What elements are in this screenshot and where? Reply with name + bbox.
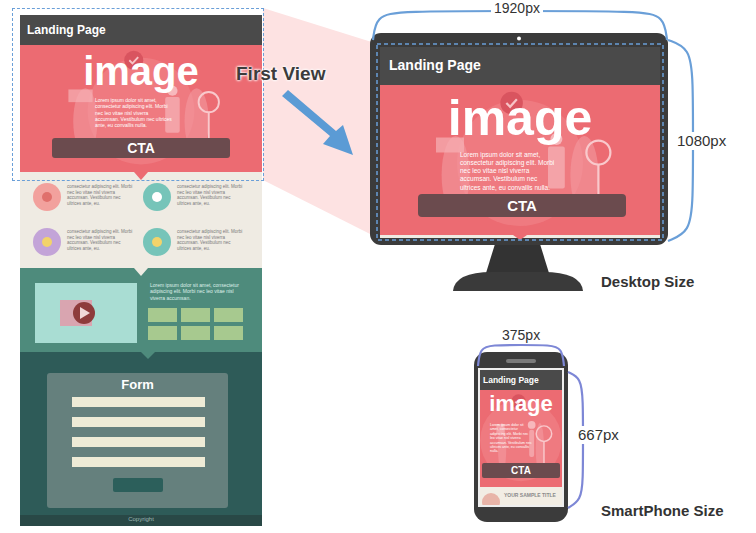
band-pointer xyxy=(134,172,148,180)
header-title: Landing Page xyxy=(483,375,560,386)
play-button xyxy=(73,302,95,324)
body-text: Lorem ipsum dolor sit amet, consectetur … xyxy=(150,282,250,301)
play-icon xyxy=(80,307,90,319)
dimension-label: 375px xyxy=(499,327,543,344)
thumbnail-tile xyxy=(214,308,243,322)
section-illustration xyxy=(20,268,262,352)
cta-button: CTA xyxy=(418,194,626,217)
dimension-label: 1080px xyxy=(674,132,729,150)
sample-title: YOUR SAMPLE TITLE xyxy=(504,492,561,498)
monitor-camera xyxy=(517,37,521,41)
video-section: Lorem ipsum dolor sit amet, consectetur … xyxy=(20,268,262,352)
thumbnail-tile xyxy=(214,326,243,340)
dimension-arc xyxy=(478,345,564,366)
first-view-frame xyxy=(377,44,663,240)
hero-word: image xyxy=(480,393,562,415)
feature-icon xyxy=(143,183,171,211)
body-text: consectetur adipiscing elit. Morbi nec l… xyxy=(67,184,135,207)
thumbnail-tile xyxy=(181,326,210,340)
first-view-arrow xyxy=(282,90,353,155)
feature-icon xyxy=(33,183,61,211)
button-label: CTA xyxy=(482,463,560,478)
dimension-arc xyxy=(668,40,693,241)
hero-section: imageLorem ipsum dolor sit amet, consect… xyxy=(20,45,262,172)
body-text: Lorem ipsum dolor sit amet, consectetur … xyxy=(490,423,532,454)
header-bar: Landing Page xyxy=(480,370,562,390)
phone-speaker xyxy=(506,359,536,363)
section-illustration xyxy=(47,373,228,508)
band-pointer xyxy=(134,268,148,276)
body-text: consectetur adipiscing elit. Morbi nec l… xyxy=(177,184,245,207)
input-field xyxy=(72,417,205,427)
feature-section: consectetur adipiscing elit. Morbi nec l… xyxy=(20,172,262,268)
phone-body xyxy=(474,352,568,522)
device-caption: Desktop Size xyxy=(601,273,694,291)
submit-button xyxy=(113,478,163,492)
body-text: consectetur adipiscing elit. Morbi nec l… xyxy=(177,229,245,252)
header-title: Landing Page xyxy=(389,57,609,75)
footer-text: Copyright xyxy=(20,516,262,524)
band-pointer xyxy=(141,352,155,359)
magnifier xyxy=(199,92,219,112)
button-label: CTA xyxy=(418,194,626,217)
form-title: Form xyxy=(47,377,228,393)
footer-bar: Copyright xyxy=(20,515,262,526)
illustration-card xyxy=(68,89,92,102)
input-field xyxy=(72,437,205,447)
body-text: consectetur adipiscing elit. Morbi nec l… xyxy=(67,229,135,252)
thumbnail-tile xyxy=(148,308,177,322)
button-label: CTA xyxy=(52,138,230,158)
sample-band: YOUR SAMPLE TITLE xyxy=(480,487,562,505)
person-body xyxy=(165,97,180,133)
dimension-arc xyxy=(373,11,667,40)
feature-icon-mark xyxy=(152,237,162,247)
form-band xyxy=(20,352,262,515)
form-panel: Form xyxy=(47,373,228,508)
person-head xyxy=(528,421,536,429)
monitor-neck xyxy=(486,244,549,273)
monitor-body xyxy=(370,33,668,245)
feature-icon xyxy=(33,228,61,256)
thumbnail-tile xyxy=(148,326,177,340)
thumbnail-tile xyxy=(181,308,210,322)
dimension-label: 667px xyxy=(575,426,622,444)
header-bar: Landing Page xyxy=(20,15,262,45)
hero-section: imageLorem ipsum dolor sit amet, consect… xyxy=(380,85,660,235)
feature-icon xyxy=(143,228,171,256)
phone-screen xyxy=(478,368,564,507)
header-title: Landing Page xyxy=(27,23,227,38)
input-field xyxy=(72,397,205,407)
hero-word: image xyxy=(380,93,660,143)
cta-button: CTA xyxy=(52,138,230,158)
hero-section: imageLorem ipsum dolor sit amet, consect… xyxy=(480,390,562,487)
first-view-projection xyxy=(263,8,378,238)
header-bar: Landing Page xyxy=(380,47,660,85)
body-text: Lorem ipsum dolor sit amet, consectetur … xyxy=(95,97,173,128)
dimension-arc xyxy=(568,372,583,508)
sample-icon xyxy=(482,493,500,505)
hero-word: image xyxy=(20,51,262,91)
cta-button: CTA xyxy=(482,463,560,478)
feature-icon-mark xyxy=(42,237,52,247)
monitor-base xyxy=(453,272,583,291)
dimension-label: 1920px xyxy=(491,0,543,17)
feature-icon-mark xyxy=(42,192,52,202)
body-text: Lorem ipsum dolor sit amet, consectetur … xyxy=(460,151,555,192)
feature-icon-mark xyxy=(152,192,162,202)
device-caption: SmartPhone Size xyxy=(601,502,724,520)
magnifier xyxy=(536,426,552,442)
video-box xyxy=(35,283,137,343)
input-field xyxy=(72,457,205,467)
magnifier xyxy=(586,141,610,165)
person-body xyxy=(548,147,565,189)
